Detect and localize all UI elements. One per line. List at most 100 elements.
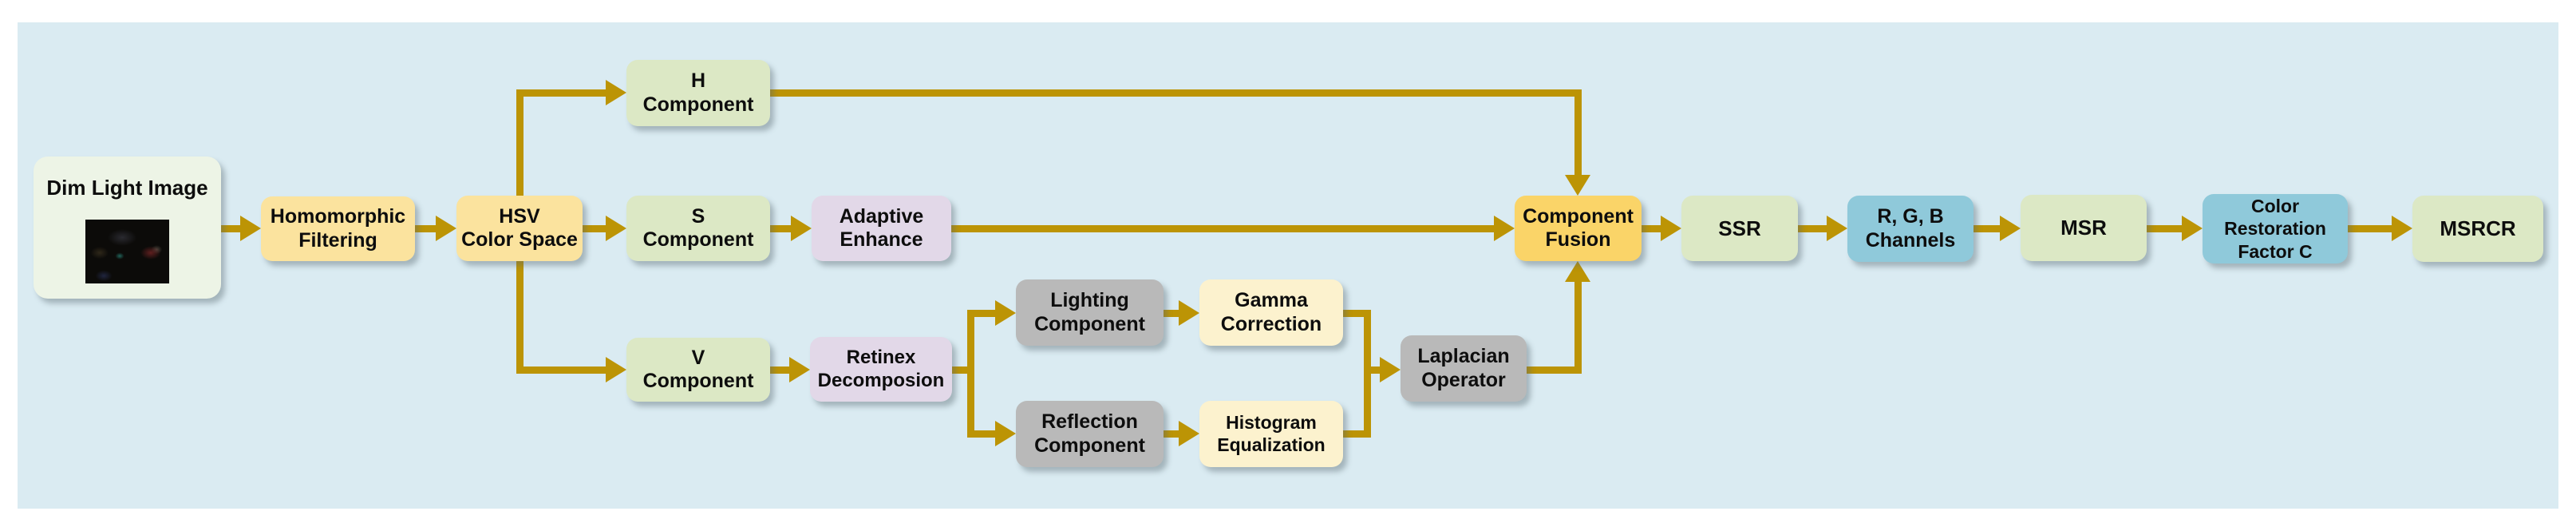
arrow-shaft <box>1164 430 1179 438</box>
node-label: R, G, B <box>1877 205 1944 228</box>
arrow-shaft <box>1343 310 1371 317</box>
arrow-shaft <box>951 225 1495 232</box>
arrow-head <box>606 216 626 241</box>
arrow-shaft <box>2348 225 2392 232</box>
node-label: Operator <box>1421 368 1506 391</box>
flowchart-panel: Dim Light Image Homomorphic Filtering HS… <box>18 22 2558 509</box>
arrow-shaft <box>583 225 606 232</box>
arrow-shaft <box>967 430 999 438</box>
node-label: MSRCR <box>2440 216 2516 241</box>
node-label: Channels <box>1865 228 1956 252</box>
arrow-head <box>789 357 810 382</box>
arrow-head <box>1565 175 1590 196</box>
node-msr: MSR <box>2021 195 2147 261</box>
arrow-head <box>606 357 626 382</box>
arrow-shaft <box>2147 225 2183 232</box>
node-color-restoration-factor: Color Restoration Factor C <box>2203 194 2348 264</box>
node-ssr: SSR <box>1681 196 1798 261</box>
node-label: Component <box>1034 434 1145 457</box>
arrow-head <box>606 80 626 105</box>
arrow-head <box>1661 216 1681 241</box>
node-label: SSR <box>1718 216 1761 240</box>
node-label: Enhance <box>840 228 923 251</box>
arrow-shaft <box>967 310 999 317</box>
node-label: Homomorphic <box>270 205 406 228</box>
node-reflection-component: Reflection Component <box>1016 401 1164 467</box>
node-rgb-channels: R, G, B Channels <box>1847 196 1973 262</box>
arrow-shaft <box>1527 367 1582 374</box>
arrow-head <box>1380 357 1401 382</box>
node-label: Reflection <box>1041 410 1138 433</box>
arrow-shaft <box>221 225 241 232</box>
node-label: Histogram <box>1226 412 1317 434</box>
arrow-head <box>2000 216 2021 241</box>
node-lighting-component: Lighting Component <box>1016 279 1164 346</box>
node-histogram-equalization: Histogram Equalization <box>1199 401 1343 467</box>
arrow-head <box>240 216 261 241</box>
arrow-head <box>2392 216 2412 241</box>
node-label: Component <box>1034 312 1145 335</box>
arrow-head <box>1494 216 1515 241</box>
arrow-shaft <box>1642 225 1661 232</box>
node-label: Equalization <box>1217 434 1326 455</box>
arrow-shaft <box>967 310 974 438</box>
node-laplacian-operator: Laplacian Operator <box>1401 335 1527 402</box>
node-s-component: S Component <box>626 196 770 261</box>
node-label: Filtering <box>298 228 377 252</box>
node-label: Retinex <box>846 347 916 369</box>
node-msrcr: MSRCR <box>2412 196 2543 262</box>
node-label: Decomposion <box>817 369 945 391</box>
node-label: Factor C <box>2238 240 2313 262</box>
node-label: Adaptive <box>839 204 924 228</box>
arrow-shaft <box>1364 310 1371 438</box>
node-label: Component <box>642 228 754 251</box>
node-label: Color Space <box>461 228 578 251</box>
dim-photo-thumbnail <box>85 220 169 283</box>
arrow-shaft <box>770 225 792 232</box>
arrow-shaft <box>516 261 523 374</box>
arrow-shaft <box>1973 225 2001 232</box>
arrow-head <box>436 216 456 241</box>
arrow-shaft <box>516 367 606 374</box>
node-label: Gamma <box>1235 289 1308 311</box>
arrow-head <box>1179 421 1199 446</box>
arrow-head <box>995 421 1016 446</box>
arrow-head <box>791 216 812 241</box>
node-label: Lighting <box>1050 289 1129 311</box>
arrow-shaft <box>1798 225 1827 232</box>
node-label: H <box>690 69 706 92</box>
node-label: Correction <box>1220 312 1322 335</box>
arrow-shaft <box>1574 89 1582 176</box>
node-hsv-color-space: HSV Color Space <box>456 196 583 261</box>
node-label: S <box>691 204 705 228</box>
node-label: Component <box>642 370 754 392</box>
node-label: MSR <box>2060 216 2107 240</box>
arrow-shaft <box>415 225 437 232</box>
arrow-head <box>1179 300 1199 326</box>
arrow-shaft <box>770 367 790 374</box>
arrow-shaft <box>951 367 974 374</box>
arrow-head <box>2182 216 2203 241</box>
arrow-head <box>1565 261 1590 282</box>
node-v-component: V Component <box>626 338 770 402</box>
node-label: Fusion <box>1545 228 1611 251</box>
arrow-shaft <box>516 89 606 97</box>
arrow-shaft <box>1364 367 1381 374</box>
arrow-shaft <box>1164 310 1179 317</box>
arrow-shaft <box>516 89 523 196</box>
node-dim-light-image: Dim Light Image <box>34 157 221 299</box>
node-label: HSV <box>499 204 540 228</box>
arrow-shaft <box>1343 430 1371 438</box>
arrow-head <box>1827 216 1847 241</box>
node-label: Component <box>642 93 754 116</box>
node-retinex-decomposion: Retinex Decomposion <box>810 337 952 402</box>
node-label: Component <box>1523 204 1634 228</box>
arrow-shaft <box>770 89 1582 97</box>
node-label: Dim Light Image <box>46 176 208 200</box>
arrow-shaft <box>1574 282 1582 374</box>
node-gamma-correction: Gamma Correction <box>1199 279 1343 346</box>
arrow-head <box>995 300 1016 326</box>
node-label: Laplacian <box>1417 345 1510 367</box>
node-h-component: H Component <box>626 60 770 126</box>
